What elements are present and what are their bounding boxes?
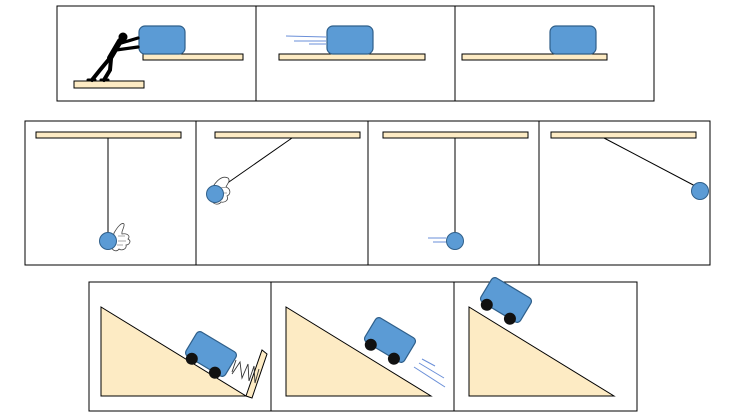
pushed-box [138,25,186,55]
pendulum-panel-2 [206,131,361,205]
cart-body [479,277,533,323]
push-panel-2 [278,25,426,61]
ramp-panel-1 [100,306,268,399]
motion-line [285,35,327,38]
pendulum-panel-1 [35,131,182,252]
ball [206,185,224,203]
wheel [364,338,377,351]
ramp [285,306,433,397]
push-panel-3 [461,25,608,61]
ceiling-bar [382,131,529,139]
ramp-row [88,277,638,412]
plank-high [142,53,244,61]
spring [231,359,260,384]
ball [446,232,464,250]
person-pushing-icon [86,32,140,82]
ramp-panel-2 [285,306,446,397]
ceiling-bar [550,131,697,139]
pendulum-row [24,120,711,266]
wheel [503,312,516,325]
pendulum-panel-4 [550,131,709,200]
wheel [185,352,198,365]
cart [184,331,238,379]
wheel [208,366,221,379]
ramp-panel-3 [468,277,616,397]
pendulum-panel-3 [382,131,529,250]
push-row [56,5,655,102]
ceiling-bar [35,131,182,139]
cart [363,317,417,365]
ball [691,182,709,200]
cart-body [184,331,238,377]
sliding-box [326,25,374,55]
ceiling-bar [214,131,361,139]
ramp [468,306,616,397]
cart [479,277,533,325]
wheel [480,298,493,311]
resting-box [549,25,597,55]
motion-line [421,358,436,367]
cart-body [363,317,417,363]
plank-low [73,80,145,89]
motion-line [413,366,446,388]
push-panel-1 [73,25,244,89]
plank [461,53,608,61]
stopper [245,349,268,399]
wheel [387,352,400,365]
string [603,137,700,189]
motion-line [418,362,445,379]
plank [278,53,426,61]
ball [99,232,117,250]
